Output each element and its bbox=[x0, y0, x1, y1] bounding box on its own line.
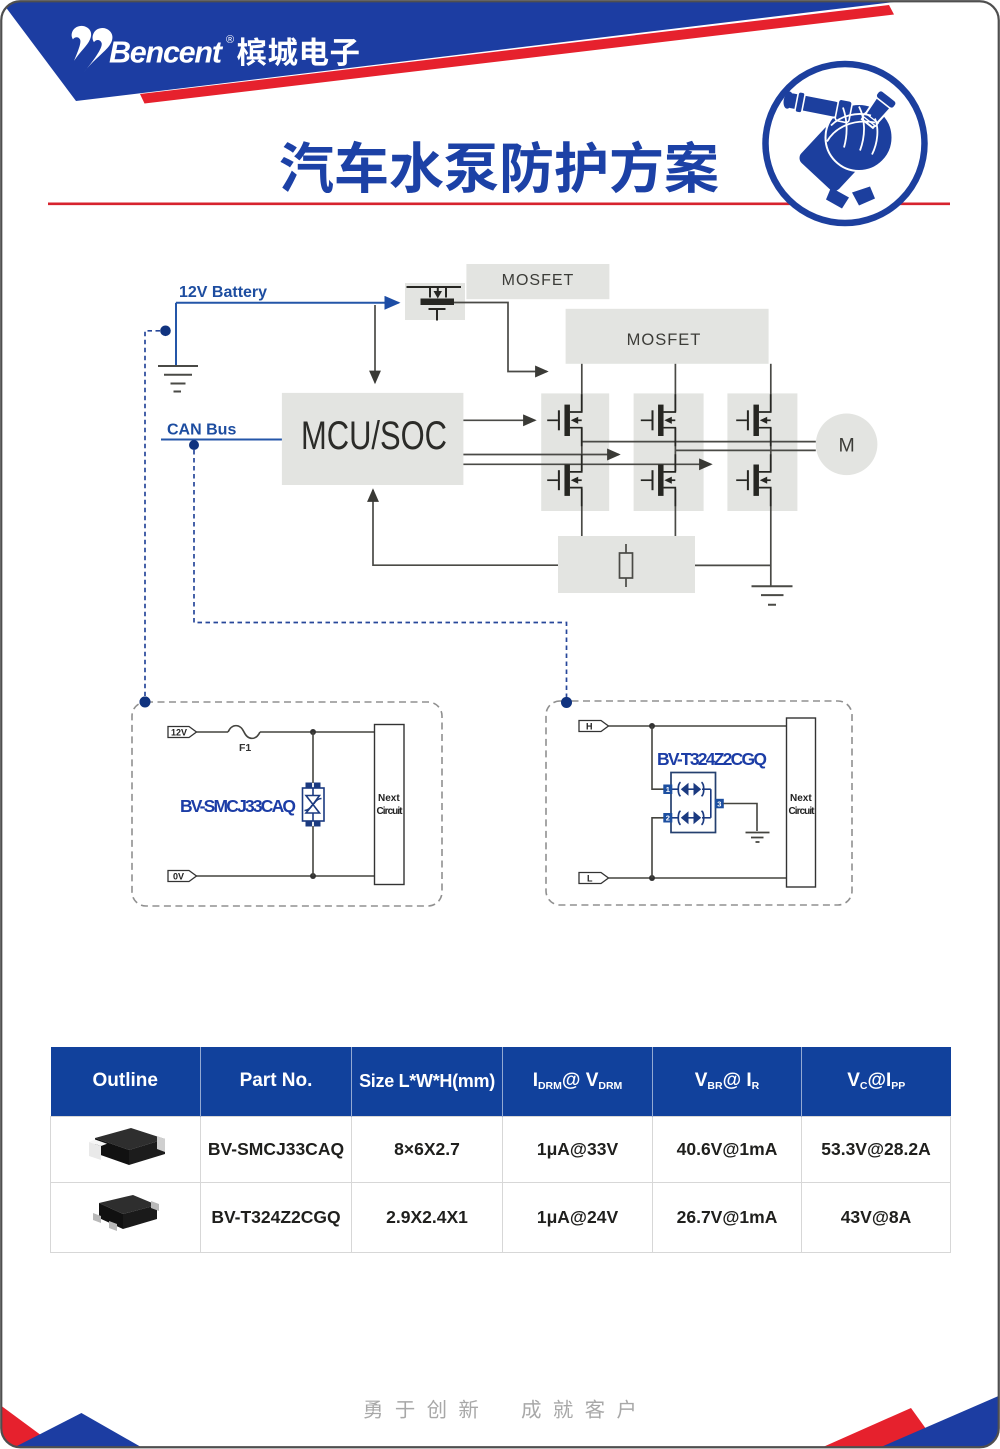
svg-text:1: 1 bbox=[666, 785, 670, 794]
svg-text:Bencent: Bencent bbox=[109, 36, 224, 70]
svg-text:M: M bbox=[838, 435, 854, 457]
svg-text:Circuit: Circuit bbox=[789, 806, 816, 817]
svg-text:2: 2 bbox=[666, 814, 670, 823]
svg-text:MOSFET: MOSFET bbox=[627, 331, 702, 349]
svg-text:MCU/SOC: MCU/SOC bbox=[301, 414, 447, 458]
svg-text:12V Battery: 12V Battery bbox=[179, 284, 267, 301]
svg-text:CAN Bus: CAN Bus bbox=[167, 422, 236, 439]
svg-text:F1: F1 bbox=[239, 742, 251, 754]
svg-text:BV-T324Z2CGQ: BV-T324Z2CGQ bbox=[657, 749, 767, 769]
svg-text:Circuit: Circuit bbox=[377, 806, 404, 817]
svg-text:12V: 12V bbox=[171, 728, 187, 738]
svg-text:Next: Next bbox=[790, 793, 812, 804]
svg-text:0V: 0V bbox=[173, 872, 184, 882]
svg-text:H: H bbox=[586, 722, 593, 732]
svg-text:MOSFET: MOSFET bbox=[502, 272, 575, 289]
svg-text:L: L bbox=[587, 874, 593, 884]
svg-text:®: ® bbox=[226, 34, 234, 46]
svg-text:BV-SMCJ33CAQ: BV-SMCJ33CAQ bbox=[180, 796, 296, 816]
svg-text:3: 3 bbox=[717, 800, 721, 809]
svg-text:Next: Next bbox=[378, 793, 400, 804]
